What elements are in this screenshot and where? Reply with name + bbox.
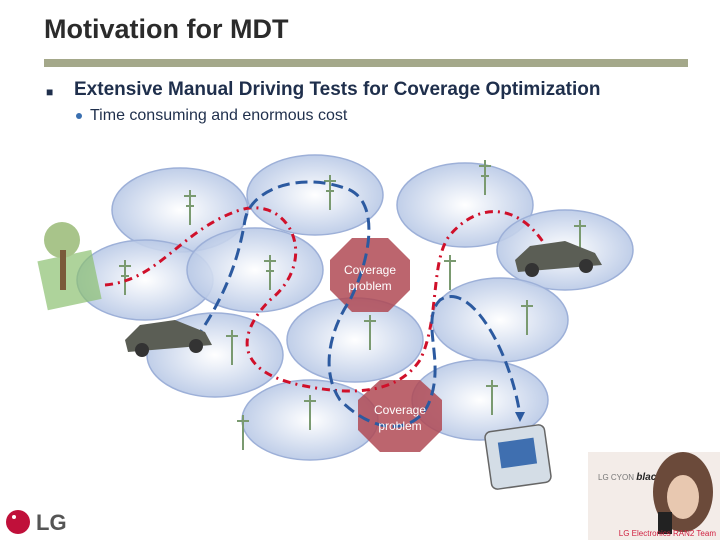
antenna-icon — [486, 380, 498, 415]
antenna-icon — [119, 260, 131, 295]
ad-brand: LG CYON black — [598, 472, 662, 483]
phone-advertisement: LG CYON black LG Electronics RAN2 Team — [588, 452, 720, 540]
sub-bullet: Time consuming and enormous cost — [76, 107, 347, 125]
base-station-icons — [119, 160, 586, 450]
cell — [246, 154, 384, 236]
lg-logo-icon — [6, 510, 30, 534]
page-title: Motivation for MDT — [44, 14, 289, 44]
footer-text: LG Electronics RAN2 Team — [618, 529, 716, 538]
sub-bullet-text: Time consuming and enormous cost — [90, 107, 348, 124]
antenna-icon — [304, 395, 316, 430]
antenna-icon — [237, 415, 249, 450]
cell — [186, 227, 324, 313]
cell — [396, 162, 534, 248]
drive-route-red — [104, 206, 547, 393]
title-divider — [44, 59, 688, 67]
money-tree-icon — [37, 222, 102, 311]
antenna-icon — [444, 255, 456, 290]
main-bullet-text: Extensive Manual Driving Tests for Cover… — [74, 79, 601, 100]
sub-bullet-dot-icon — [76, 112, 82, 119]
bullet-icon: ■ — [46, 85, 54, 99]
measurement-device-icon — [484, 424, 552, 490]
antenna-icon — [521, 300, 533, 335]
ad-model-image — [653, 452, 713, 534]
car-icon — [125, 320, 212, 357]
car-icon — [515, 241, 602, 277]
coverage-problem-label: Coverage problem — [343, 263, 397, 293]
antenna-icon — [479, 160, 491, 195]
coverage-problem-label: Coverage problem — [373, 403, 427, 433]
antenna-icon — [184, 190, 196, 225]
route-arrow-icon — [515, 412, 525, 422]
drive-route-blue — [193, 180, 522, 428]
lg-logo: LG — [6, 510, 70, 535]
antenna-icon — [264, 255, 276, 290]
antenna-icon — [574, 220, 586, 250]
antenna-icon — [364, 315, 376, 350]
antenna-icon — [324, 175, 336, 210]
coverage-problem-area — [358, 380, 442, 452]
antenna-icon — [226, 330, 238, 365]
coverage-problem-area — [330, 238, 410, 312]
